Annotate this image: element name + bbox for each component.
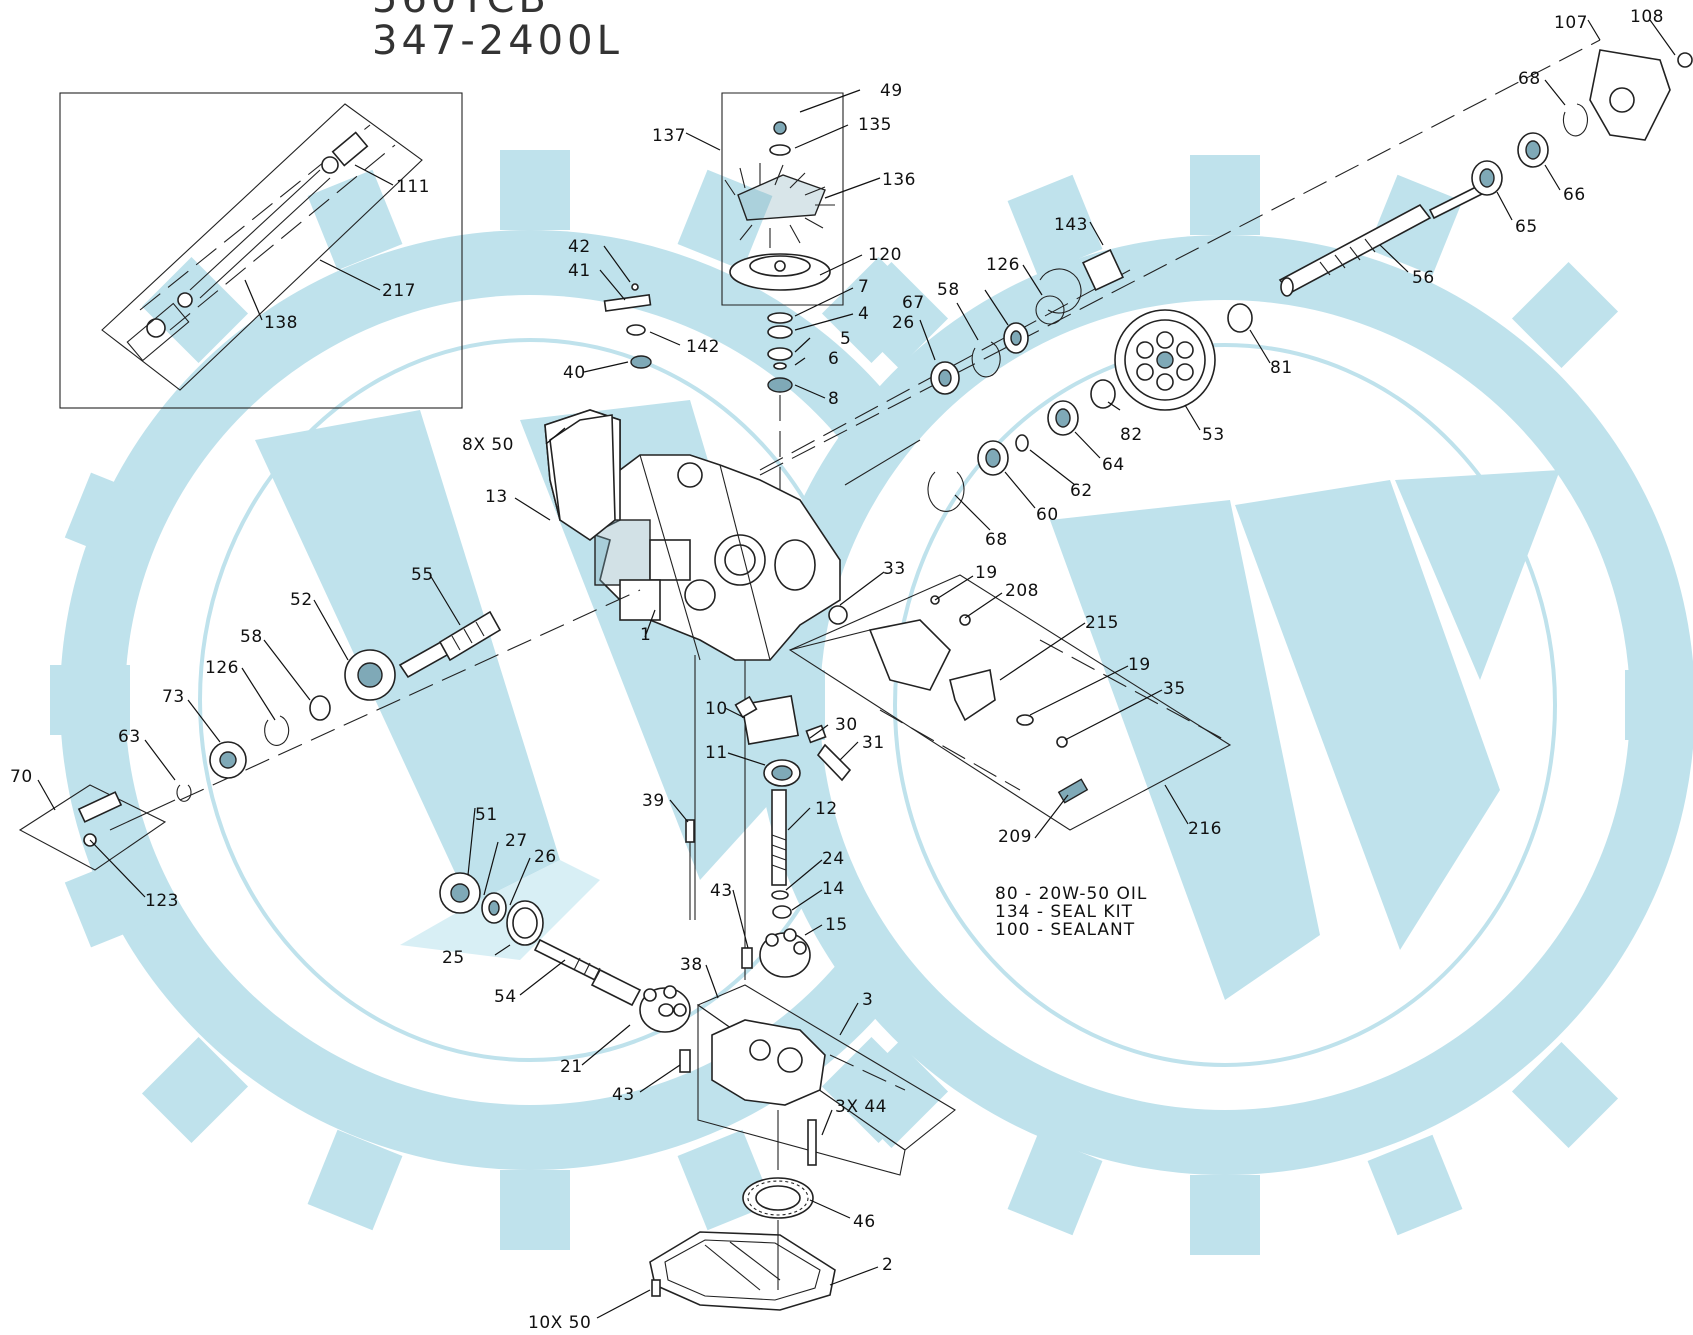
callout-54: 54: [494, 987, 517, 1007]
callout-labels: 107 108 68 66 65 56 81 53 82 64 62 60 68…: [10, 7, 1664, 1333]
callout-42: 42: [568, 237, 591, 257]
callout-64: 64: [1102, 455, 1125, 475]
callout-138: 138: [264, 313, 298, 333]
callout-43-upper: 43: [710, 881, 733, 901]
callout-58-lower: 58: [240, 627, 263, 647]
callout-107: 107: [1554, 13, 1588, 33]
callout-135: 135: [858, 115, 892, 135]
callout-63: 63: [118, 727, 141, 747]
callout-1: 1: [640, 625, 651, 645]
callout-10: 10: [705, 699, 728, 719]
callout-60: 60: [1036, 505, 1059, 525]
callout-58-upper: 58: [937, 280, 960, 300]
callout-73: 73: [162, 687, 185, 707]
callout-13: 13: [485, 487, 508, 507]
linkage-41: [603, 283, 652, 369]
callout-215: 215: [1085, 613, 1119, 633]
callout-81: 81: [1270, 358, 1293, 378]
callout-11: 11: [705, 743, 728, 763]
callout-55: 55: [411, 565, 434, 585]
callout-46: 46: [853, 1212, 876, 1232]
callout-120: 120: [868, 245, 902, 265]
callout-111: 111: [396, 177, 430, 197]
left-shaft-assembly: [18, 589, 641, 871]
callout-19-lower: 19: [1128, 655, 1151, 675]
callout-126-upper: 126: [986, 255, 1020, 275]
callout-8x-50: 8X 50: [462, 435, 514, 455]
callout-40: 40: [563, 363, 586, 383]
callout-26-lower: 26: [534, 847, 557, 867]
callout-62: 62: [1070, 481, 1093, 501]
control-linkage: [788, 574, 1232, 831]
lower-left-gears: [439, 872, 691, 1033]
callout-66: 66: [1563, 185, 1586, 205]
callout-27: 27: [505, 831, 528, 851]
callout-30: 30: [835, 715, 858, 735]
callout-3: 3: [862, 990, 873, 1010]
callout-3x-44: 3X 44: [835, 1097, 887, 1117]
callout-6: 6: [828, 349, 839, 369]
callout-51: 51: [475, 805, 498, 825]
callout-209: 209: [998, 827, 1032, 847]
callout-41: 41: [568, 261, 591, 281]
callout-21: 21: [560, 1057, 583, 1077]
note-oil: 80 - 20W-50 OIL: [995, 884, 1147, 904]
callout-24: 24: [822, 849, 845, 869]
callout-19-upper: 19: [975, 563, 998, 583]
callout-26-upper: 26: [892, 313, 915, 333]
callout-5: 5: [840, 329, 851, 349]
callout-68-upper: 68: [1518, 69, 1541, 89]
callout-217: 217: [382, 281, 416, 301]
note-seal-kit: 134 - SEAL KIT: [995, 902, 1133, 922]
callout-8: 8: [828, 389, 839, 409]
callout-142: 142: [686, 337, 720, 357]
model-title-partial: 560TCB: [372, 0, 550, 22]
note-sealant: 100 - SEALANT: [995, 920, 1135, 940]
leader-lines: [37, 19, 1676, 1319]
callout-38: 38: [680, 955, 703, 975]
side-cover-13: [549, 414, 616, 541]
callout-67: 67: [902, 293, 925, 313]
callout-39: 39: [642, 791, 665, 811]
callout-136: 136: [882, 170, 916, 190]
callout-52: 52: [290, 590, 313, 610]
callout-49: 49: [880, 81, 903, 101]
callout-126-lower: 126: [205, 658, 239, 678]
axle-assembly-right: [759, 39, 1693, 512]
callout-2: 2: [882, 1255, 893, 1275]
model-number: 347-2400L: [372, 18, 623, 64]
bottom-cover: [649, 1177, 836, 1311]
callout-7: 7: [858, 277, 869, 297]
callout-31: 31: [862, 733, 885, 753]
callout-12: 12: [815, 799, 838, 819]
callout-208: 208: [1005, 581, 1039, 601]
callout-14: 14: [822, 879, 845, 899]
callout-65: 65: [1515, 217, 1538, 237]
callout-143: 143: [1054, 215, 1088, 235]
callout-33: 33: [883, 559, 906, 579]
callout-4: 4: [858, 304, 869, 324]
callout-216: 216: [1188, 819, 1222, 839]
callout-43-lower: 43: [612, 1085, 635, 1105]
callout-82: 82: [1120, 425, 1143, 445]
callout-68-lower: 68: [985, 530, 1008, 550]
callout-53: 53: [1202, 425, 1225, 445]
callout-15: 15: [825, 915, 848, 935]
callout-56: 56: [1412, 268, 1435, 288]
callout-123: 123: [145, 891, 179, 911]
center-column: [685, 655, 852, 980]
lower-housing: [679, 984, 956, 1176]
notes-block: 80 - 20W-50 OIL 134 - SEAL KIT 100 - SEA…: [995, 884, 1147, 940]
callout-25: 25: [442, 948, 465, 968]
fan-assembly: [721, 92, 844, 505]
callout-35: 35: [1163, 679, 1186, 699]
callout-10x-50: 10X 50: [528, 1313, 591, 1333]
callout-70: 70: [10, 767, 33, 787]
inset-filter-kit: [59, 92, 463, 409]
callout-108: 108: [1630, 7, 1664, 27]
callout-137: 137: [652, 126, 686, 146]
